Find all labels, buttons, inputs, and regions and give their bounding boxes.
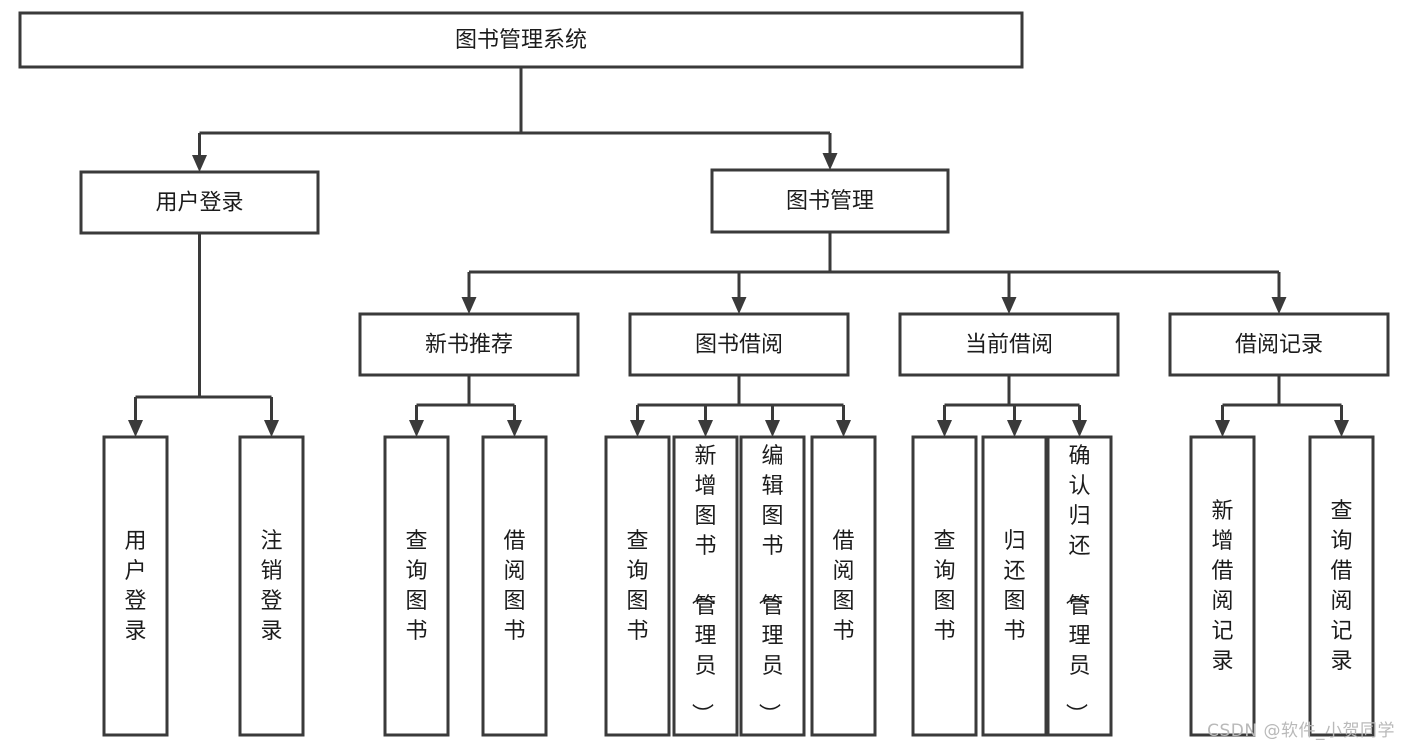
node-box (18, 11, 1024, 69)
arrow-head-icon (630, 420, 645, 437)
arrow-head-icon (698, 420, 713, 437)
arrow-head-icon (507, 420, 522, 437)
node-label: 用户登录 (124, 529, 146, 644)
node-label: 查询图书 (626, 529, 648, 644)
node-box (981, 435, 1048, 737)
edge-group-root (192, 67, 838, 172)
node-label: 查询图书 (405, 529, 427, 644)
node-box (383, 435, 450, 737)
edge-group-book-borrow (630, 375, 851, 437)
node-root[interactable]: 图书管理系统 (18, 11, 1024, 69)
node-leaf-cur-query-book[interactable]: 查询图书 (911, 435, 978, 737)
node-label: 借阅记录 (1235, 333, 1323, 358)
node-leaf-rec-add-record[interactable]: 新增借阅记录 (1189, 435, 1256, 737)
node-box (1189, 435, 1256, 737)
edge-group-book-admin (461, 232, 1287, 314)
edge-group-borrow-records (1215, 375, 1349, 437)
node-label: 新增借阅记录 (1211, 499, 1233, 674)
node-label: 借阅图书 (503, 529, 525, 644)
node-box (672, 435, 739, 737)
node-label: 新增图书（管理员） (688, 444, 716, 725)
node-box (102, 435, 169, 737)
csdn-watermark: CSDN @软件_小贺同学 (1207, 721, 1395, 741)
arrow-head-icon (1215, 420, 1230, 437)
node-leaf-borrow-add-book[interactable]: 新增图书（管理员） (672, 435, 739, 737)
node-book-admin[interactable]: 图书管理 (710, 168, 950, 234)
node-box (810, 435, 877, 737)
node-new-book-rec[interactable]: 新书推荐 (358, 312, 580, 377)
node-leaf-rec-query-record[interactable]: 查询借阅记录 (1308, 435, 1375, 737)
node-user-login[interactable]: 用户登录 (79, 170, 320, 235)
node-leaf-borrow-borrow-book[interactable]: 借阅图书 (810, 435, 877, 737)
node-label: 查询借阅记录 (1330, 499, 1352, 674)
arrow-head-icon (1001, 297, 1017, 314)
node-label: 用户登录 (155, 191, 243, 216)
node-label: 查询图书 (933, 529, 955, 644)
node-box (628, 312, 850, 377)
edges-layer (128, 67, 1349, 437)
node-label: 图书管理 (786, 189, 874, 214)
arrow-head-icon (409, 420, 424, 437)
node-leaf-rec-borrow-book[interactable]: 借阅图书 (481, 435, 548, 737)
node-box (898, 312, 1120, 377)
node-label: 确认归还（管理员） (1062, 444, 1090, 725)
edge-group-current-borrow (937, 375, 1087, 437)
node-current-borrow[interactable]: 当前借阅 (898, 312, 1120, 377)
arrow-head-icon (264, 420, 279, 437)
node-label: 图书管理系统 (455, 28, 587, 53)
node-box (481, 435, 548, 737)
arrow-head-icon (128, 420, 143, 437)
arrow-head-icon (836, 420, 851, 437)
node-box (358, 312, 580, 377)
node-label: 当前借阅 (965, 333, 1053, 358)
node-book-borrow[interactable]: 图书借阅 (628, 312, 850, 377)
node-box (79, 170, 320, 235)
node-label: 归还图书 (1003, 529, 1025, 644)
node-label: 编辑图书（管理员） (755, 444, 783, 725)
arrow-head-icon (1007, 420, 1022, 437)
node-borrow-records[interactable]: 借阅记录 (1168, 312, 1390, 377)
node-box (238, 435, 305, 737)
node-leaf-borrow-query-book[interactable]: 查询图书 (604, 435, 671, 737)
edge-group-user-login (128, 233, 279, 437)
node-label: 注销登录 (260, 529, 282, 644)
node-box (1308, 435, 1375, 737)
arrow-head-icon (1072, 420, 1087, 437)
node-leaf-cur-confirm-return[interactable]: 确认归还（管理员） (1046, 435, 1113, 737)
node-label: 新书推荐 (425, 333, 513, 358)
node-leaf-logout[interactable]: 注销登录 (238, 435, 305, 737)
node-leaf-borrow-edit-book[interactable]: 编辑图书（管理员） (739, 435, 806, 737)
node-box (739, 435, 806, 737)
node-box (1046, 435, 1113, 737)
arrow-head-icon (765, 420, 780, 437)
node-leaf-user-login[interactable]: 用户登录 (102, 435, 169, 737)
arrow-head-icon (822, 153, 838, 170)
node-box (911, 435, 978, 737)
arrow-head-icon (937, 420, 952, 437)
node-leaf-rec-query-book[interactable]: 查询图书 (383, 435, 450, 737)
arrow-head-icon (192, 155, 207, 172)
edge-group-new-book-rec (409, 375, 522, 437)
arrow-head-icon (461, 297, 477, 314)
node-leaf-cur-return-book[interactable]: 归还图书 (981, 435, 1048, 737)
node-box (710, 168, 950, 234)
node-label: 借阅图书 (832, 529, 854, 644)
nodes-layer: 图书管理系统用户登录图书管理新书推荐图书借阅当前借阅借阅记录用户登录注销登录查询… (18, 11, 1390, 737)
node-box (1168, 312, 1390, 377)
arrow-head-icon (731, 297, 747, 314)
node-label: 图书借阅 (695, 333, 783, 358)
arrow-head-icon (1334, 420, 1349, 437)
arrow-head-icon (1271, 297, 1287, 314)
node-box (604, 435, 671, 737)
